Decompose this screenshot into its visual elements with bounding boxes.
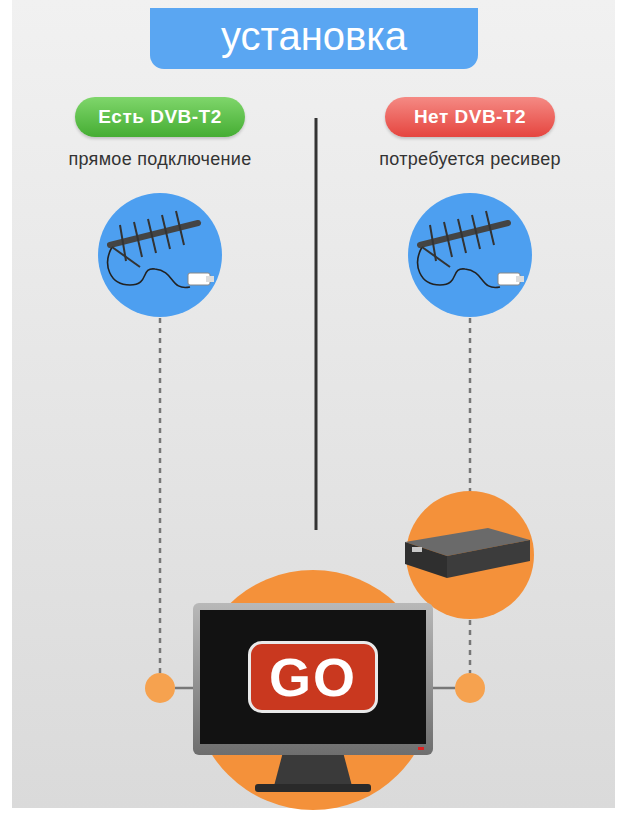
- logo-text: GO: [248, 641, 378, 713]
- badge-caption: прямое подключение: [68, 149, 251, 170]
- badge-label: Нет DVB-T2: [385, 97, 555, 137]
- option-badge: Есть DVB-T2 прямое подключение: [68, 97, 251, 170]
- title-band: установка: [150, 8, 478, 69]
- badge-caption: потребуется ресивер: [379, 149, 561, 170]
- option-badge: Нет DVB-T2 потребуется ресивер: [379, 97, 561, 170]
- tv-logo: GO: [248, 641, 378, 713]
- badge-label: Есть DVB-T2: [75, 97, 245, 137]
